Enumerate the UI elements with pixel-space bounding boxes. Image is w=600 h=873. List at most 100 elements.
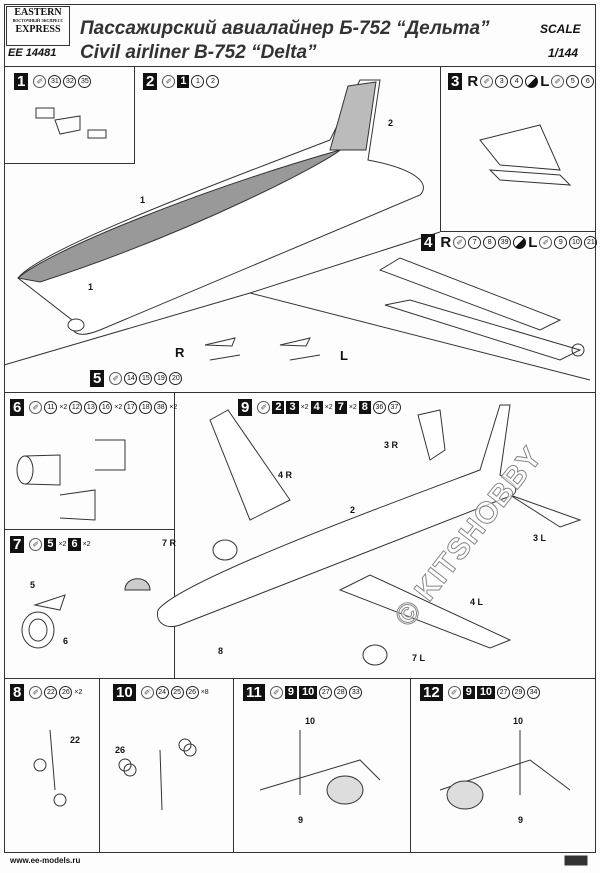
callout-7r: 7 R <box>162 538 177 548</box>
step-4-wing <box>378 257 585 361</box>
quantity: ×2 <box>324 404 333 411</box>
part-number: 2 <box>206 75 220 88</box>
part-number: 12 <box>69 401 83 414</box>
assembly-ref: 9 <box>462 686 475 699</box>
step-7-engine <box>21 594 66 649</box>
title-russian: Пассажирский авиалайнер Б-752 “Дельта” <box>80 18 490 39</box>
glue-icon: ✐ <box>453 236 467 249</box>
assembly-ref: 6 <box>68 538 81 551</box>
step-number: 2 <box>143 73 158 90</box>
quantity: ×2 <box>169 404 178 411</box>
callout-10a: 10 <box>305 716 316 726</box>
callout-22: 22 <box>70 735 81 745</box>
part-number: 7 <box>468 236 482 249</box>
step-number: 3 <box>448 73 463 90</box>
part-number: 22 <box>44 686 58 699</box>
side-label: L <box>528 234 538 251</box>
fuselage-step-2 <box>16 79 424 335</box>
quantity: ×8 <box>200 689 209 696</box>
part-number: 13 <box>84 401 98 414</box>
callout-part-1: 1 <box>88 282 94 292</box>
part-number: 24 <box>155 686 169 699</box>
part-number: 26 <box>59 686 73 699</box>
part-number: 17 <box>124 401 138 414</box>
callout-9b: 9 <box>518 815 524 825</box>
side-label: L <box>540 73 550 90</box>
part-number: 36 <box>372 401 386 414</box>
callout-10b: 10 <box>513 716 524 726</box>
quantity: ×2 <box>300 404 309 411</box>
step-number: 6 <box>10 399 25 416</box>
part-number: 4 <box>510 75 524 88</box>
part-number: 29 <box>512 686 526 699</box>
glue-icon: ✐ <box>29 686 43 699</box>
part-number: 33 <box>349 686 363 699</box>
assembly-ref: 4 <box>310 401 323 414</box>
step-number: 4 <box>421 234 436 251</box>
callout-9a: 9 <box>298 815 304 825</box>
glue-icon: ✐ <box>480 75 494 88</box>
glue-icon: ✐ <box>29 538 43 551</box>
callout-5: 5 <box>30 580 36 590</box>
part-number: 27 <box>319 686 333 699</box>
glue-icon: ✐ <box>33 75 47 88</box>
logo-top: EASTERN <box>14 7 62 18</box>
part-number: 19 <box>154 372 168 385</box>
panel-step-1 <box>4 66 135 164</box>
diagonal-dividers <box>3 231 591 381</box>
part-number: 21 <box>584 236 598 249</box>
part-number: 15 <box>139 372 153 385</box>
glue-icon: ✐ <box>257 401 271 414</box>
part-number: 1 <box>191 75 205 88</box>
step-number: 8 <box>10 684 25 701</box>
part-number: 35 <box>78 75 92 88</box>
step-1-parts <box>35 107 107 139</box>
panel-step-3 <box>440 66 596 232</box>
callout-circle-2: 2 <box>388 118 394 128</box>
callout-3l: 3 L <box>533 533 547 543</box>
assembly-ref: 8 <box>358 401 371 414</box>
paint-icon <box>525 75 539 88</box>
part-number: 25 <box>170 686 184 699</box>
callout-4r: 4 R <box>278 470 293 480</box>
part-number: 16 <box>99 401 113 414</box>
assembly-ref: 3 <box>286 401 299 414</box>
callout-7l: 7 L <box>412 653 426 663</box>
callout-2: 2 <box>350 505 356 515</box>
part-number: 31 <box>48 75 62 88</box>
assembly-ref: 10 <box>476 686 496 699</box>
part-number: 9 <box>554 236 568 249</box>
side-label: R <box>440 234 452 251</box>
part-number: 3 <box>495 75 509 88</box>
callout-circle-1: 1 <box>140 195 146 205</box>
quantity: ×2 <box>82 541 91 548</box>
part-number: 27 <box>497 686 511 699</box>
glue-icon: ✐ <box>551 75 565 88</box>
callout-8: 8 <box>218 646 224 656</box>
part-number: 32 <box>63 75 77 88</box>
step-6-engine <box>16 439 126 521</box>
part-number: 20 <box>169 372 183 385</box>
step-number: 7 <box>10 536 25 553</box>
assembly-ref: 2 <box>272 401 285 414</box>
part-number: 6 <box>581 75 595 88</box>
callout-26: 26 <box>115 745 126 755</box>
quantity: ×2 <box>74 689 83 696</box>
callout-l: L <box>340 348 348 363</box>
website-url[interactable]: www.ee-models.ru <box>10 856 81 865</box>
callout-6: 6 <box>63 636 69 646</box>
glue-icon: ✐ <box>539 236 553 249</box>
paint-icon <box>513 236 527 249</box>
assembly-ref: 9 <box>284 686 297 699</box>
